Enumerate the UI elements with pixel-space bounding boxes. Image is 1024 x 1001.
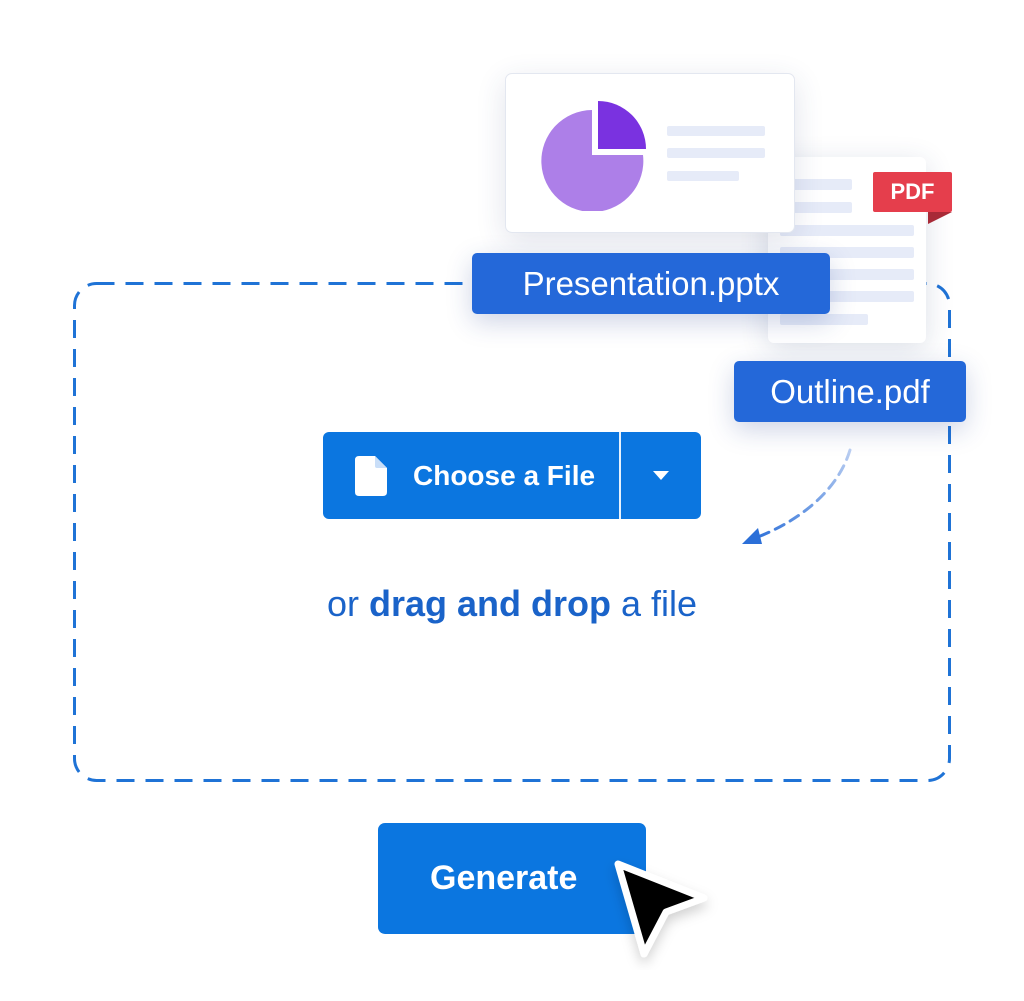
hint-suffix: a file <box>610 583 698 624</box>
pdf-badge-fold <box>928 212 952 224</box>
presentation-slide-preview <box>505 73 795 233</box>
pdf-file-label: Outline.pdf <box>734 361 966 422</box>
choose-file-split-button: Choose a File <box>323 432 701 519</box>
caret-down-icon <box>653 471 669 480</box>
presentation-file-label: Presentation.pptx <box>472 253 830 314</box>
pdf-badge: PDF <box>873 172 952 212</box>
pie-chart-icon <box>541 101 646 211</box>
drag-arrow-icon <box>742 448 852 544</box>
file-icon <box>355 455 387 496</box>
file-source-dropdown[interactable] <box>621 432 701 519</box>
choose-file-button[interactable]: Choose a File <box>323 432 619 519</box>
mouse-pointer-icon <box>614 860 708 958</box>
button-divider <box>619 432 621 519</box>
hint-prefix: or <box>326 583 369 624</box>
generate-button[interactable]: Generate <box>378 823 646 934</box>
choose-file-label: Choose a File <box>413 459 596 491</box>
hint-emphasis: drag and drop <box>368 583 611 624</box>
drop-hint-text: or drag and drop a file <box>0 583 1024 625</box>
